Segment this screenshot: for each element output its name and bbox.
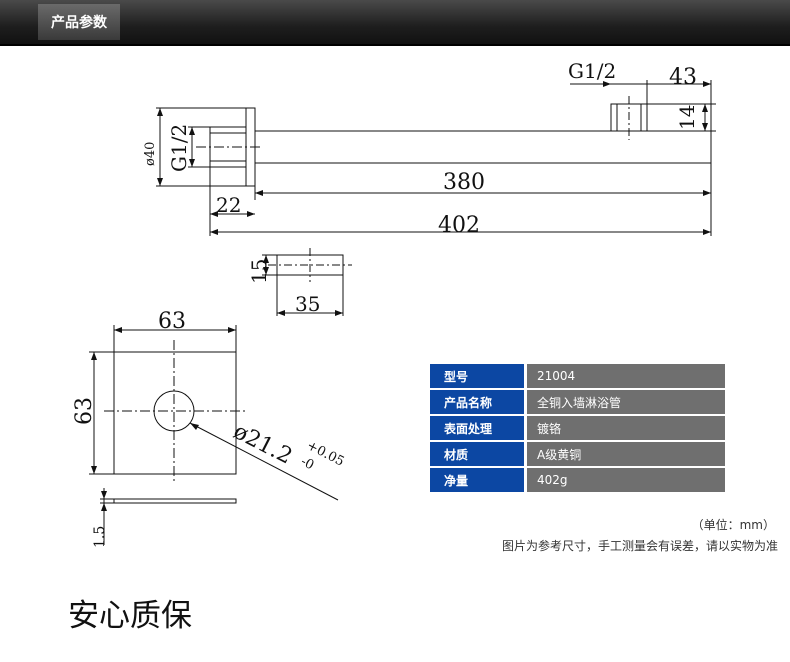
spec-key: 净量 xyxy=(430,468,527,492)
label-22: 22 xyxy=(216,193,241,217)
spec-value: 21004 xyxy=(527,364,725,388)
label-15: 15 xyxy=(247,259,271,284)
label-diameter: ø21.2 xyxy=(229,419,296,470)
header-bar: 产品参数 xyxy=(0,0,790,46)
section-heading: 安心质保 xyxy=(68,598,192,634)
spec-value: 402g xyxy=(527,468,725,492)
label-tolerance-minus: -0 xyxy=(298,454,316,473)
spec-value: 全铜入墙淋浴管 xyxy=(527,390,725,414)
spec-key: 表面处理 xyxy=(430,416,527,440)
unit-note: （单位：mm） xyxy=(691,518,775,532)
label-g-top: G1/2 xyxy=(568,59,616,83)
header-tab: 产品参数 xyxy=(38,4,120,40)
label-35: 35 xyxy=(295,292,320,316)
spec-key: 材质 xyxy=(430,442,527,466)
reference-note: 图片为参考尺寸，手工测量会有误差，请以实物为准 xyxy=(501,539,778,553)
spec-row: 型号 21004 xyxy=(430,364,725,388)
main-pipe xyxy=(254,130,712,164)
label-43: 43 xyxy=(669,65,697,90)
label-g-left: G1/2 xyxy=(167,124,191,172)
cover-plate xyxy=(113,351,237,475)
label-14: 14 xyxy=(675,105,699,130)
label-63-top: 63 xyxy=(158,309,186,334)
label-1-5: 1.5 xyxy=(92,526,108,548)
label-63-left: 63 xyxy=(72,397,97,425)
label-380: 380 xyxy=(443,170,485,195)
spec-key: 型号 xyxy=(430,364,527,388)
spec-row: 表面处理 镀铬 xyxy=(430,416,725,440)
plate-thickness-view xyxy=(113,498,237,504)
spec-value: 镀铬 xyxy=(527,416,725,440)
spec-row: 产品名称 全铜入墙淋浴管 xyxy=(430,390,725,414)
spec-table: 型号 21004 产品名称 全铜入墙淋浴管 表面处理 镀铬 材质 A级黄铜 净量… xyxy=(430,362,725,494)
spec-row: 材质 A级黄铜 xyxy=(430,442,725,466)
label-phi40: ø40 xyxy=(143,142,158,166)
spec-row: 净量 402g xyxy=(430,468,725,492)
label-402: 402 xyxy=(438,213,480,238)
spec-value: A级黄铜 xyxy=(527,442,725,466)
spec-key: 产品名称 xyxy=(430,390,527,414)
